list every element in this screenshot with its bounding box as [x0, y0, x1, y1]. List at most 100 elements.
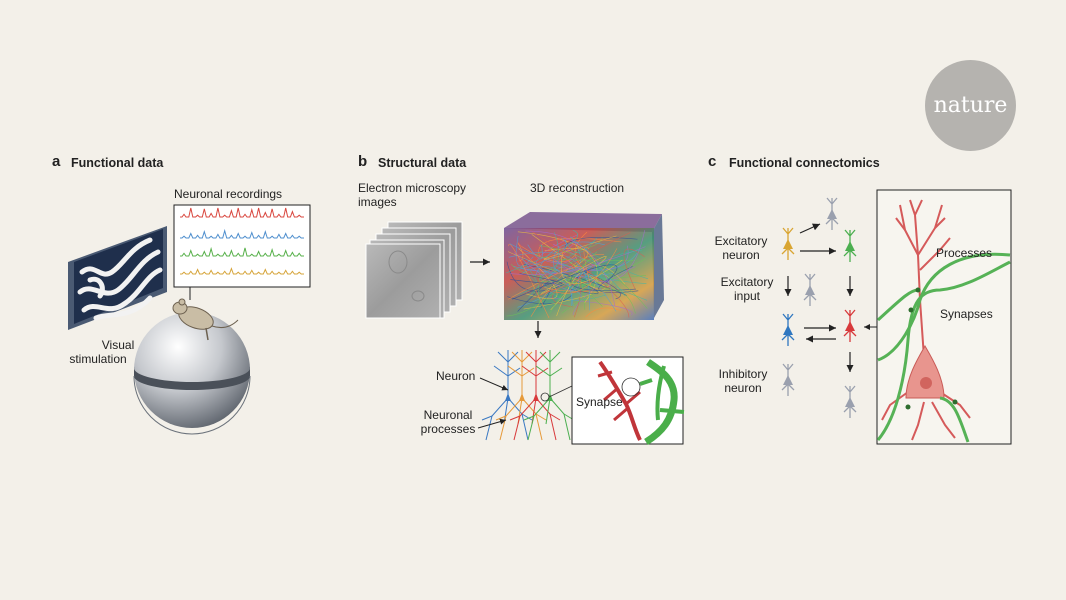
- panel-b-letter: b: [358, 153, 368, 170]
- visual-stimulation-line2: stimulation: [69, 352, 127, 366]
- excitatory-neuron-icon: [781, 227, 795, 260]
- reconstruction-fiber: [530, 230, 630, 318]
- em-images-label: Electron microscopy images: [358, 181, 466, 209]
- neuron-soma: [519, 393, 525, 401]
- neuron-icon: [825, 197, 839, 230]
- neuronal-processes-line2: processes: [420, 422, 476, 436]
- processes-label: Processes: [936, 246, 993, 260]
- reconstruction-fiber: [597, 249, 648, 301]
- treadmill-ball: [133, 312, 251, 435]
- panel-c-title: Functional connectomics: [729, 156, 880, 170]
- activity-trace: [180, 246, 304, 257]
- neuron-process: [545, 397, 551, 425]
- neuron-icon: [803, 273, 817, 306]
- neuron-icon: [781, 313, 795, 346]
- neuron-process: [495, 415, 507, 421]
- reconstruction-fiber: [551, 230, 645, 282]
- neuron-process: [539, 351, 551, 363]
- reconstruction-fiber: [585, 307, 621, 318]
- reconstruction-fiber: [525, 230, 616, 307]
- excitatory-neuron-line1: Excitatory: [714, 234, 768, 248]
- inhibitory-neuron-label: Inhibitory neuron: [706, 367, 780, 395]
- reconstruction-fiber: [587, 255, 625, 297]
- neuron-icon: [843, 229, 857, 262]
- neuron-process: [549, 367, 563, 377]
- reconstruction-fiber: [508, 244, 550, 319]
- reconstruction-fiber: [536, 251, 636, 261]
- neuron-process: [481, 415, 493, 421]
- visual-stimulation-line1: Visual: [101, 338, 135, 352]
- excitatory-neuron-label: Excitatory neuron: [704, 234, 778, 262]
- neuron-process: [509, 415, 521, 421]
- reconstruction-fiber: [512, 264, 618, 300]
- visual-stimulation-label: Visual stimulation: [50, 338, 146, 366]
- reconstruction-fiber: [543, 235, 617, 260]
- neuronal-recordings-label: Neuronal recordings: [174, 187, 283, 201]
- panel-c-letter: c: [708, 153, 717, 170]
- activity-trace: [180, 228, 304, 239]
- reconstruction-fiber: [539, 282, 570, 311]
- reconstruction-fiber: [520, 258, 537, 283]
- neuron-process: [497, 351, 509, 363]
- activity-trace: [180, 267, 304, 275]
- neuron-process: [507, 367, 521, 377]
- reconstruction-fiber: [560, 243, 575, 270]
- reconstruction-fiber: [570, 275, 637, 291]
- panel-b-title: Structural data: [378, 156, 467, 170]
- neuron-icon: [843, 385, 857, 418]
- reconstruction-fiber: [540, 256, 607, 294]
- reconstruction-fiber: [507, 294, 573, 305]
- panel-a-title: Functional data: [71, 156, 164, 170]
- excitatory-neuron-line2: neuron: [722, 248, 760, 262]
- synapse-label: Synapse: [576, 395, 623, 409]
- synapse-zoom-box: [571, 356, 685, 445]
- reconstruction-fiber: [508, 252, 590, 311]
- em-images-line1: Electron microscopy: [358, 181, 467, 195]
- reconstruction-fiber: [564, 237, 598, 253]
- pyramidal-cell-box: [876, 189, 1012, 445]
- neuron-process: [521, 413, 533, 421]
- neuron-cluster: [481, 350, 575, 441]
- reconstruction-fiber: [527, 244, 543, 260]
- reconstruction-fiber: [561, 251, 623, 285]
- reconstruction-fiber: [524, 264, 627, 296]
- neuron-process: [549, 397, 571, 441]
- visual-stimulus-screen: [68, 226, 167, 330]
- reconstruction-fiber: [533, 280, 620, 295]
- neuron-process: [535, 413, 547, 421]
- synapses-label: Synapses: [940, 307, 993, 321]
- reconstruction-fiber: [524, 258, 582, 298]
- neuron-process: [493, 365, 509, 377]
- em-images-line2: images: [358, 195, 397, 209]
- neuron-process: [535, 367, 549, 377]
- reconstruction-fiber: [507, 251, 606, 293]
- reconstruction-fiber: [556, 248, 618, 294]
- excitatory-input-label: Excitatory input: [710, 275, 784, 303]
- neuron-process: [535, 365, 551, 377]
- excitatory-input-line1: Excitatory: [720, 275, 774, 289]
- reconstruction-fiber: [549, 257, 599, 314]
- reconstruction-fiber: [510, 273, 563, 285]
- reconstruction-fiber: [579, 268, 621, 300]
- reconstruction-fiber: [513, 258, 582, 318]
- em-image-stack: [365, 221, 463, 319]
- reconstruction-fiber: [583, 246, 592, 289]
- 3d-reconstruction-volume: [504, 212, 664, 320]
- neuron-soma: [505, 393, 511, 401]
- inhibitory-neuron-line1: Inhibitory: [718, 367, 768, 381]
- nature-logo: nature: [925, 60, 1016, 151]
- reconstruction-fiber: [519, 237, 567, 270]
- reconstruction-fiber: [557, 243, 577, 265]
- reconstruction-fiber: [538, 240, 596, 280]
- inhibitory-neuron-icon: [781, 363, 795, 396]
- neuron-icon: [843, 309, 857, 342]
- neuron-process: [507, 397, 529, 441]
- neuron-process: [535, 351, 547, 363]
- neuron-process: [507, 351, 519, 363]
- neuron-label: Neuron: [436, 369, 476, 383]
- panel-a-letter: a: [52, 153, 61, 170]
- neuron-process: [549, 351, 561, 363]
- reconstruction-fiber: [572, 266, 636, 316]
- reconstruction-fiber: [508, 266, 585, 300]
